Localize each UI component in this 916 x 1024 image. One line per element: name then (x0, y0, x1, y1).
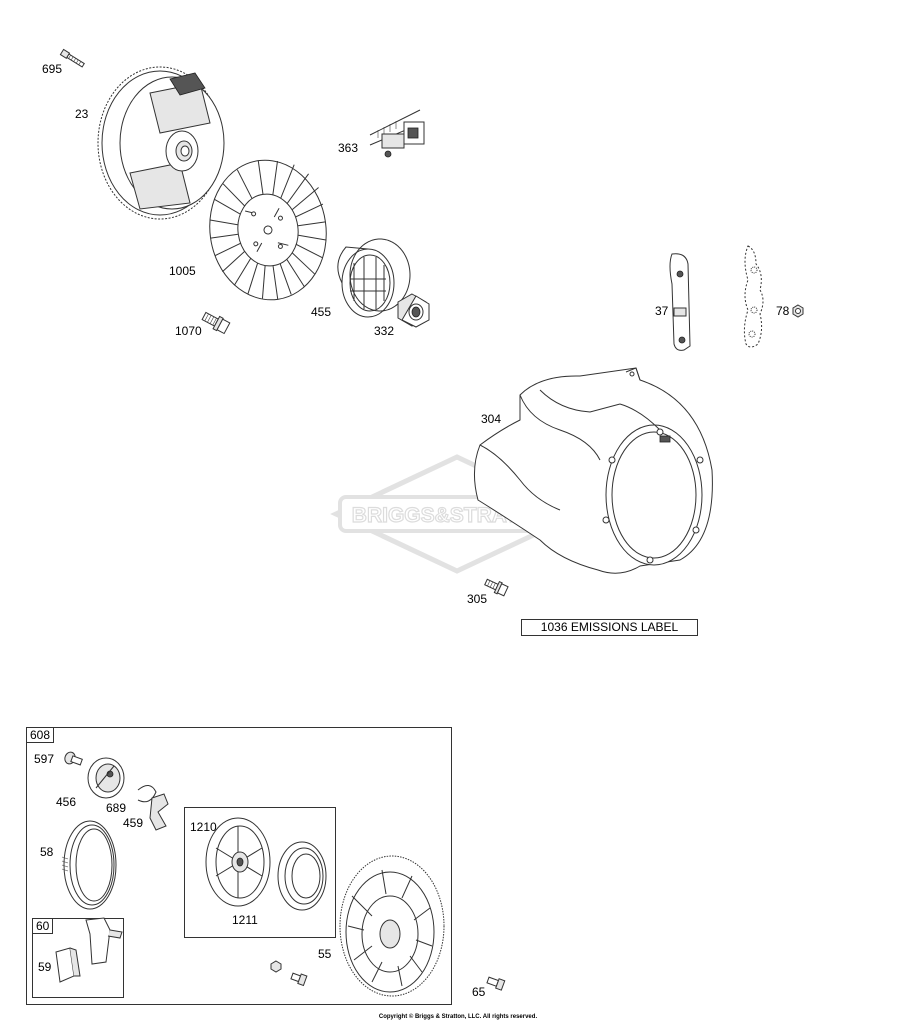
label-1211: 1211 (232, 913, 258, 927)
label-58: 58 (40, 845, 54, 859)
pulley-assembly-1210-box (184, 807, 336, 938)
label-1070: 1070 (175, 324, 202, 338)
screw-597-drawing (64, 751, 83, 766)
label-59: 59 (38, 960, 52, 974)
handle-insert-drawing (85, 917, 123, 965)
label-305: 305 (467, 592, 488, 606)
label-23: 23 (75, 107, 89, 121)
label-1005: 1005 (169, 264, 196, 278)
spring-58-drawing (61, 820, 117, 910)
label-689: 689 (106, 801, 127, 815)
handle-assembly-60-box (32, 918, 124, 998)
label-363: 363 (338, 141, 359, 155)
label-459: 459 (123, 816, 144, 830)
pawl-459-drawing (149, 793, 169, 831)
retainer-456-drawing (87, 757, 125, 799)
label-332: 332 (374, 324, 395, 338)
label-1210: 1210 (190, 820, 217, 834)
label-304: 304 (481, 412, 502, 426)
recoil-spring-1211-drawing (277, 841, 327, 911)
label-695: 695 (42, 62, 63, 76)
starter-housing-55-drawing (339, 855, 445, 997)
starter-assembly-608-box (26, 727, 452, 1005)
label-37: 37 (655, 304, 669, 318)
handle-59-drawing (55, 947, 81, 983)
bolt-small-drawing (290, 972, 308, 987)
label-597: 597 (34, 752, 55, 766)
label-60: 60 (32, 918, 54, 934)
pulley-1210-drawing (205, 817, 271, 907)
label-78: 78 (776, 304, 790, 318)
label-608: 608 (26, 727, 55, 743)
emissions-label-box: 1036 EMISSIONS LABEL (521, 619, 698, 636)
copyright-notice: Copyright © Briggs & Stratton, LLC. All … (378, 1014, 538, 1020)
label-65: 65 (472, 985, 486, 999)
spring-clip-689-drawing (137, 785, 157, 803)
screw-65-drawing (486, 976, 506, 991)
label-55: 55 (318, 947, 332, 961)
nut-small-drawing (270, 960, 282, 973)
label-455: 455 (311, 305, 332, 319)
label-456: 456 (56, 795, 77, 809)
